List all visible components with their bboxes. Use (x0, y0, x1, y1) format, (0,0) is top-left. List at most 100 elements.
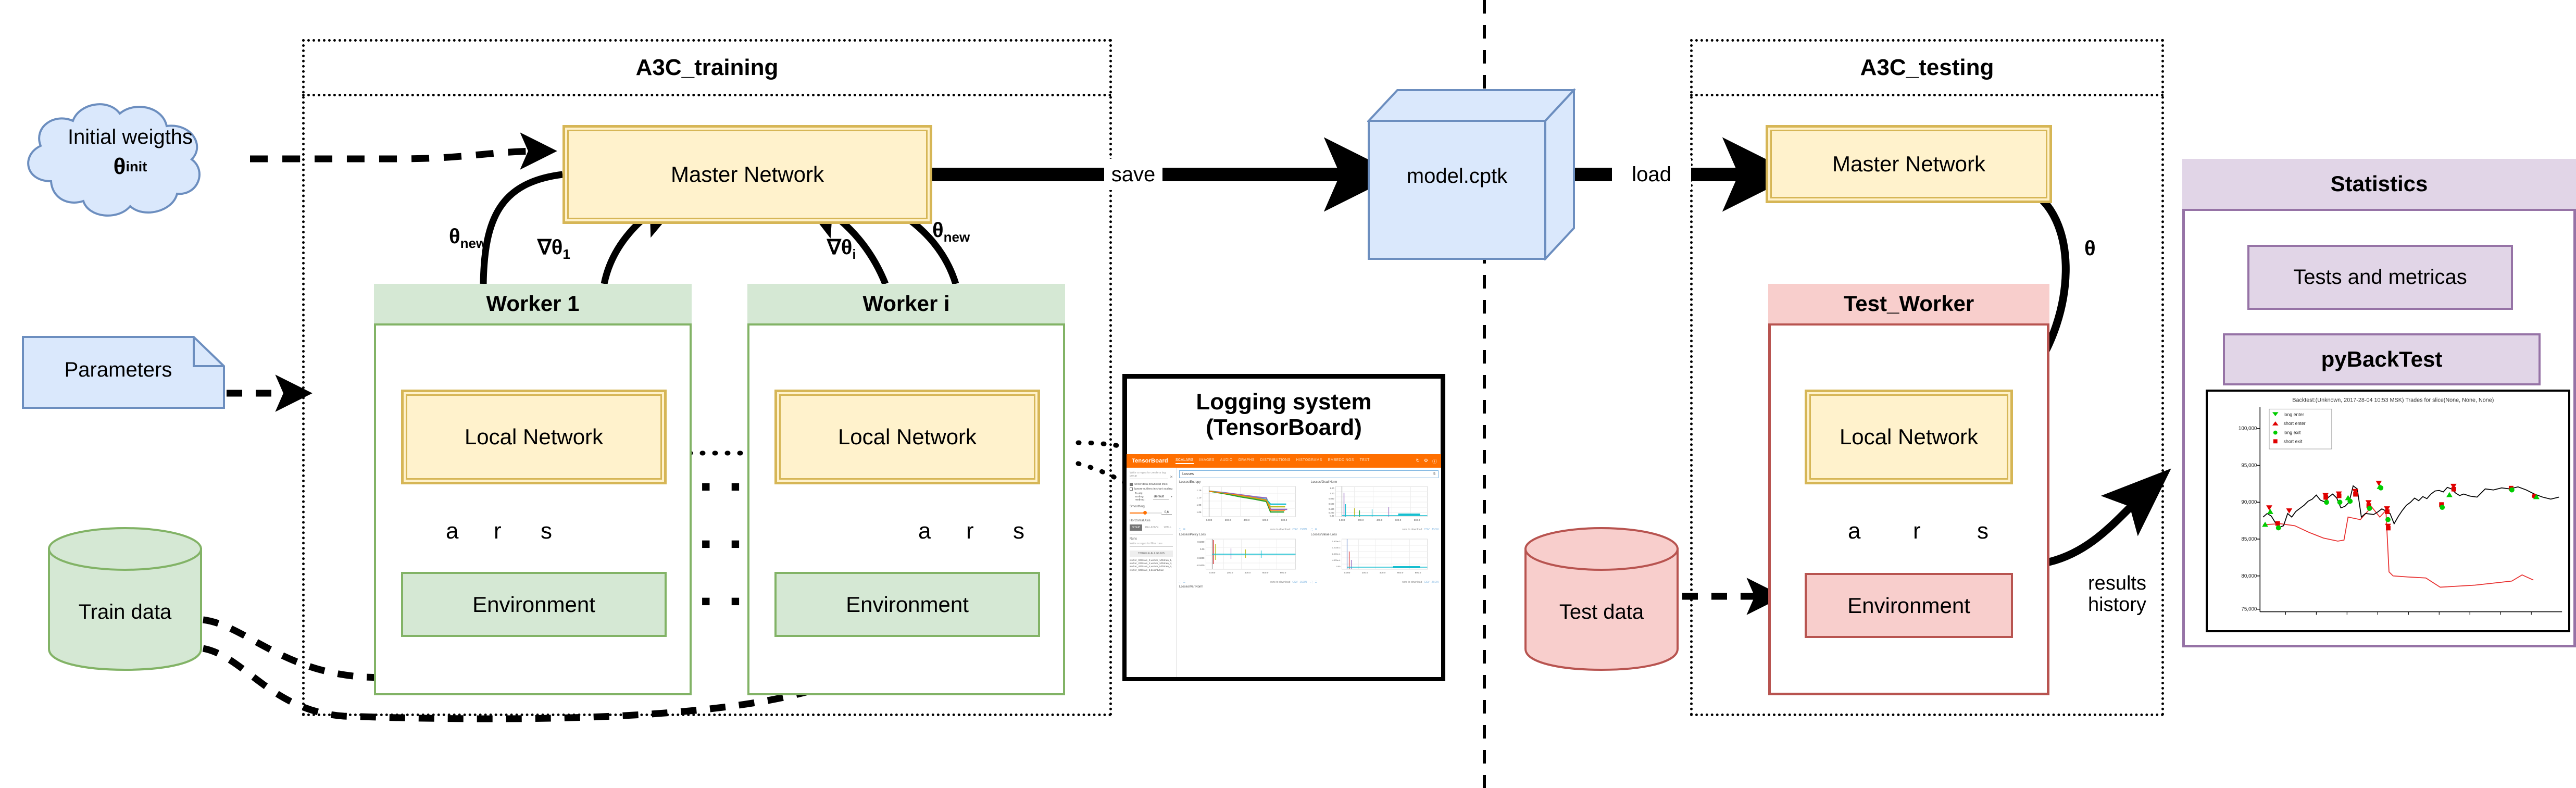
tests-and-metrics-box[interactable]: Tests and metricas (2247, 245, 2513, 310)
svg-text:0.000: 0.000 (1209, 571, 1216, 574)
svg-text:400.0: 400.0 (1377, 519, 1383, 521)
expand-icon[interactable]: ⛶ (1311, 528, 1313, 531)
chart-footer-json[interactable]: JSON (1299, 581, 1307, 584)
worker-i-environment[interactable]: Environment (774, 572, 1040, 637)
chart-footer-json[interactable]: JSON (1299, 528, 1307, 531)
model-checkpoint-cube[interactable]: model.cptk (1366, 87, 1577, 262)
ignore-outliers-label: Ignore outliers in chart scaling (1134, 487, 1173, 491)
tooltip-sorting-row[interactable]: Tooltip sorting method: default ▼ (1135, 492, 1173, 502)
smoothing-slider-handle[interactable] (1143, 511, 1147, 515)
logging-title-line1: Logging system (1196, 389, 1372, 415)
tab-text[interactable]: TEXT (1359, 458, 1370, 462)
svg-text:1.09: 1.09 (1197, 511, 1202, 514)
tab-audio[interactable]: AUDIO (1220, 458, 1233, 462)
tab-embeddings[interactable]: EMBEDDINGS (1328, 458, 1354, 462)
svg-text:800.0: 800.0 (1280, 571, 1286, 574)
svg-text:long enter: long enter (2284, 412, 2304, 417)
expand-icon[interactable]: ⛶ (1311, 581, 1313, 584)
master-network-training[interactable]: Master Network (562, 125, 932, 224)
ignore-outliers-row[interactable]: Ignore outliers in chart scaling (1130, 487, 1173, 491)
losses-group-name: Losses (1182, 472, 1194, 476)
tab-graphs[interactable]: GRAPHS (1238, 458, 1255, 462)
chevron-down-icon[interactable]: ▼ (1170, 495, 1173, 498)
backtest-plot: Backtest:(Unknown, 2017-28-04 10:53 MSK)… (2209, 392, 2567, 630)
chart-footer-csv[interactable]: CSV (1292, 581, 1298, 584)
svg-text:0.000: 0.000 (1344, 571, 1350, 574)
tab-histograms[interactable]: HISTOGRAMS (1296, 458, 1322, 462)
svg-text:1.10: 1.10 (1197, 496, 1202, 499)
chart-footer-csv[interactable]: CSV (1292, 528, 1298, 531)
list-icon[interactable]: ☰ (1315, 581, 1317, 584)
initial-weights-label: Initial weigths (67, 125, 193, 148)
show-download-links-row[interactable]: Show data download links (1130, 483, 1173, 486)
chart-footer-csv[interactable]: CSV (1424, 528, 1430, 531)
master-network-testing-label: Master Network (1832, 152, 1986, 176)
tab-images[interactable]: IMAGES (1199, 458, 1215, 462)
tensorboard-screenshot[interactable]: TensorBoard SCALARS IMAGES AUDIO GRAPHS … (1127, 454, 1441, 677)
list-icon[interactable]: ☰ (1315, 528, 1317, 531)
refresh-icon[interactable]: ↻ (1416, 457, 1420, 463)
test-worker-environment[interactable]: Environment (1805, 573, 2013, 638)
runs-filter-input[interactable]: Write a regex to filter runs (1130, 542, 1173, 547)
smoothing-slider[interactable]: 0,6 (1130, 510, 1173, 516)
pybacktest-label: pyBackTest (2321, 347, 2443, 371)
svg-text:800.0: 800.0 (1415, 571, 1421, 574)
chart-footer-json[interactable]: JSON (1431, 528, 1439, 531)
axis-mode-step[interactable]: STEP (1130, 524, 1143, 531)
losses-group-card[interactable]: Losses 5 (1179, 470, 1439, 478)
list-icon[interactable]: ☰ (1183, 581, 1185, 584)
theta-testing-label: θ (2084, 237, 2096, 260)
a3c-training-titlebar (302, 39, 1112, 96)
worker-i-local-network-label: Local Network (837, 424, 977, 449)
tab-distributions[interactable]: DISTRIBUTIONS (1260, 458, 1291, 462)
worker-1-environment[interactable]: Environment (401, 572, 667, 637)
svg-text:1.19: 1.19 (1197, 489, 1202, 492)
chart-footer-runs: runs to download (1402, 581, 1422, 584)
expand-icon[interactable]: ⛶ (1179, 581, 1181, 584)
show-download-links-checkbox[interactable] (1130, 483, 1133, 486)
worker-i-environment-label: Environment (846, 592, 969, 617)
smoothing-value[interactable]: 0,6 (1161, 511, 1172, 515)
svg-text:1.08: 1.08 (1197, 504, 1202, 506)
svg-text:1.600e-3: 1.600e-3 (1332, 540, 1341, 543)
worker-1-local-network[interactable]: Local Network (401, 390, 667, 484)
runs-list: worker_0/tb/train_0,worker_1/tb/train_1,… (1130, 559, 1172, 571)
worker-i-local-network[interactable]: Local Network (774, 390, 1040, 484)
svg-text:600.0: 600.0 (1397, 571, 1404, 574)
ignore-outliers-checkbox[interactable] (1130, 487, 1133, 491)
chart-footer-json[interactable]: JSON (1431, 581, 1439, 584)
chart-footer-csv[interactable]: CSV (1424, 581, 1430, 584)
chart-losses-policy-loss[interactable]: Losses/Policy Loss (1179, 533, 1307, 584)
svg-text:200.0: 200.0 (1358, 519, 1364, 521)
chart-losses-grad-norm[interactable]: Losses/Grad Norm (1311, 481, 1439, 531)
svg-text:0.800: 0.800 (1329, 497, 1334, 500)
pybacktest-chart[interactable]: Backtest:(Unknown, 2017-28-04 10:53 MSK)… (2206, 390, 2570, 632)
tensorboard-main: Losses 5 Losses/Entropy (1177, 468, 1441, 677)
svg-text:200.0: 200.0 (1227, 571, 1233, 574)
svg-text:-0.0200: -0.0200 (1197, 557, 1205, 559)
close-icon[interactable]: ✕ (1170, 476, 1173, 479)
worker-1-header: Worker 1 (374, 284, 692, 326)
tab-scalars[interactable]: SCALARS (1175, 458, 1194, 464)
worker-i-header: Worker i (747, 284, 1065, 326)
master-network-testing[interactable]: Master Network (1766, 125, 2052, 203)
pybacktest-header: pyBackTest (2223, 333, 2541, 385)
list-icon[interactable]: ☰ (1183, 528, 1185, 531)
tag-regex-input[interactable]: Write a regex to create a tag group (1130, 471, 1169, 479)
axis-mode-wall[interactable]: WALL (1164, 526, 1172, 529)
help-icon[interactable]: ⓘ (1432, 458, 1437, 464)
test-worker-local-network[interactable]: Local Network (1805, 390, 2013, 484)
tensorboard-sidebar: Write a regex to create a tag group ✕ Sh… (1127, 468, 1177, 677)
test-data-cylinder: Test data (1523, 526, 1680, 672)
axis-mode-relative[interactable]: RELATIVE (1145, 526, 1159, 529)
tooltip-sorting-select[interactable]: default (1153, 495, 1169, 499)
svg-text:0.00: 0.00 (1200, 548, 1205, 551)
expand-icon[interactable]: ⛶ (1179, 528, 1181, 531)
toggle-all-runs-button[interactable]: TOGGLE ALL RUNS (1130, 551, 1173, 557)
svg-text:4.000e-4: 4.000e-4 (1332, 559, 1341, 561)
settings-icon[interactable]: ⚙ (1423, 457, 1428, 463)
